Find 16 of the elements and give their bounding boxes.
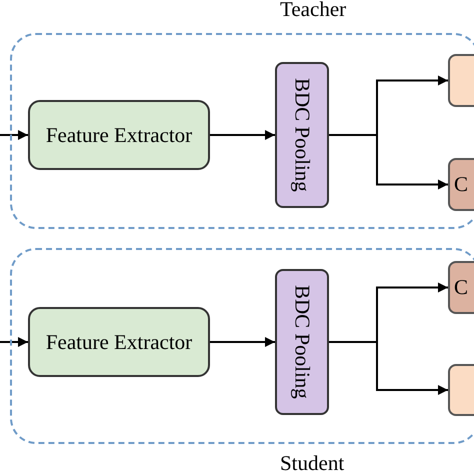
arrow — [0, 130, 28, 140]
empty-output-box — [448, 364, 474, 416]
process-box: Feature Extractor — [28, 307, 210, 377]
arrow — [329, 341, 448, 395]
output-box: C — [448, 261, 474, 314]
pooling-box: BDC Pooling — [275, 269, 329, 415]
process-box: Feature Extractor — [28, 100, 210, 170]
group-title: Student — [280, 453, 344, 474]
arrow — [210, 130, 275, 140]
empty-output-box — [448, 54, 474, 107]
arrow — [0, 337, 28, 347]
group-title: Teacher — [280, 0, 346, 20]
arrow — [210, 337, 275, 347]
pooling-box: BDC Pooling — [275, 62, 329, 208]
output-box: C — [448, 158, 474, 211]
arrow — [329, 134, 448, 190]
